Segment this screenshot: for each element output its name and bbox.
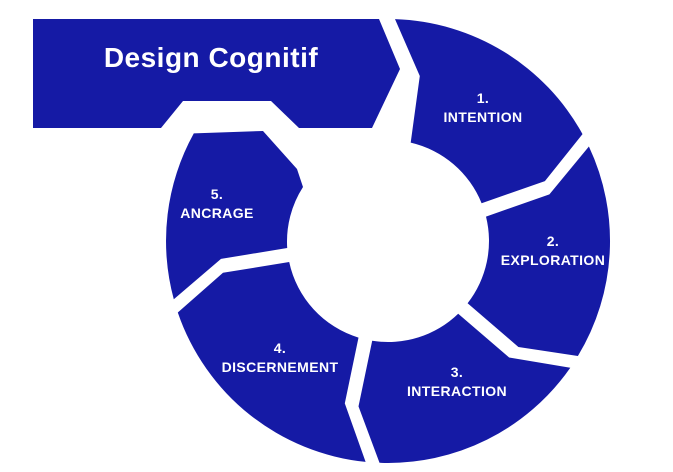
segment-label-interaction: 3.INTERACTION [407, 364, 507, 399]
segment-discernement [177, 262, 366, 462]
segment-intention [395, 19, 583, 204]
segment-label-exploration: 2.EXPLORATION [501, 233, 605, 268]
segment-label-intention: 1.INTENTION [443, 90, 522, 125]
segment-ancrage [166, 131, 303, 300]
segment-label-ancrage: 5.ANCRAGE [180, 186, 254, 221]
title-banner [33, 19, 400, 128]
segment-exploration [467, 146, 611, 356]
segment-interaction [358, 313, 571, 463]
segments-group: 1.INTENTION 2.EXPLORATION 3.INTERACTION 4.D… [166, 19, 611, 463]
segment-label-discernement: 4.DISCERNEMENT [222, 340, 339, 375]
diagram-title: Design Cognitif [104, 42, 319, 73]
